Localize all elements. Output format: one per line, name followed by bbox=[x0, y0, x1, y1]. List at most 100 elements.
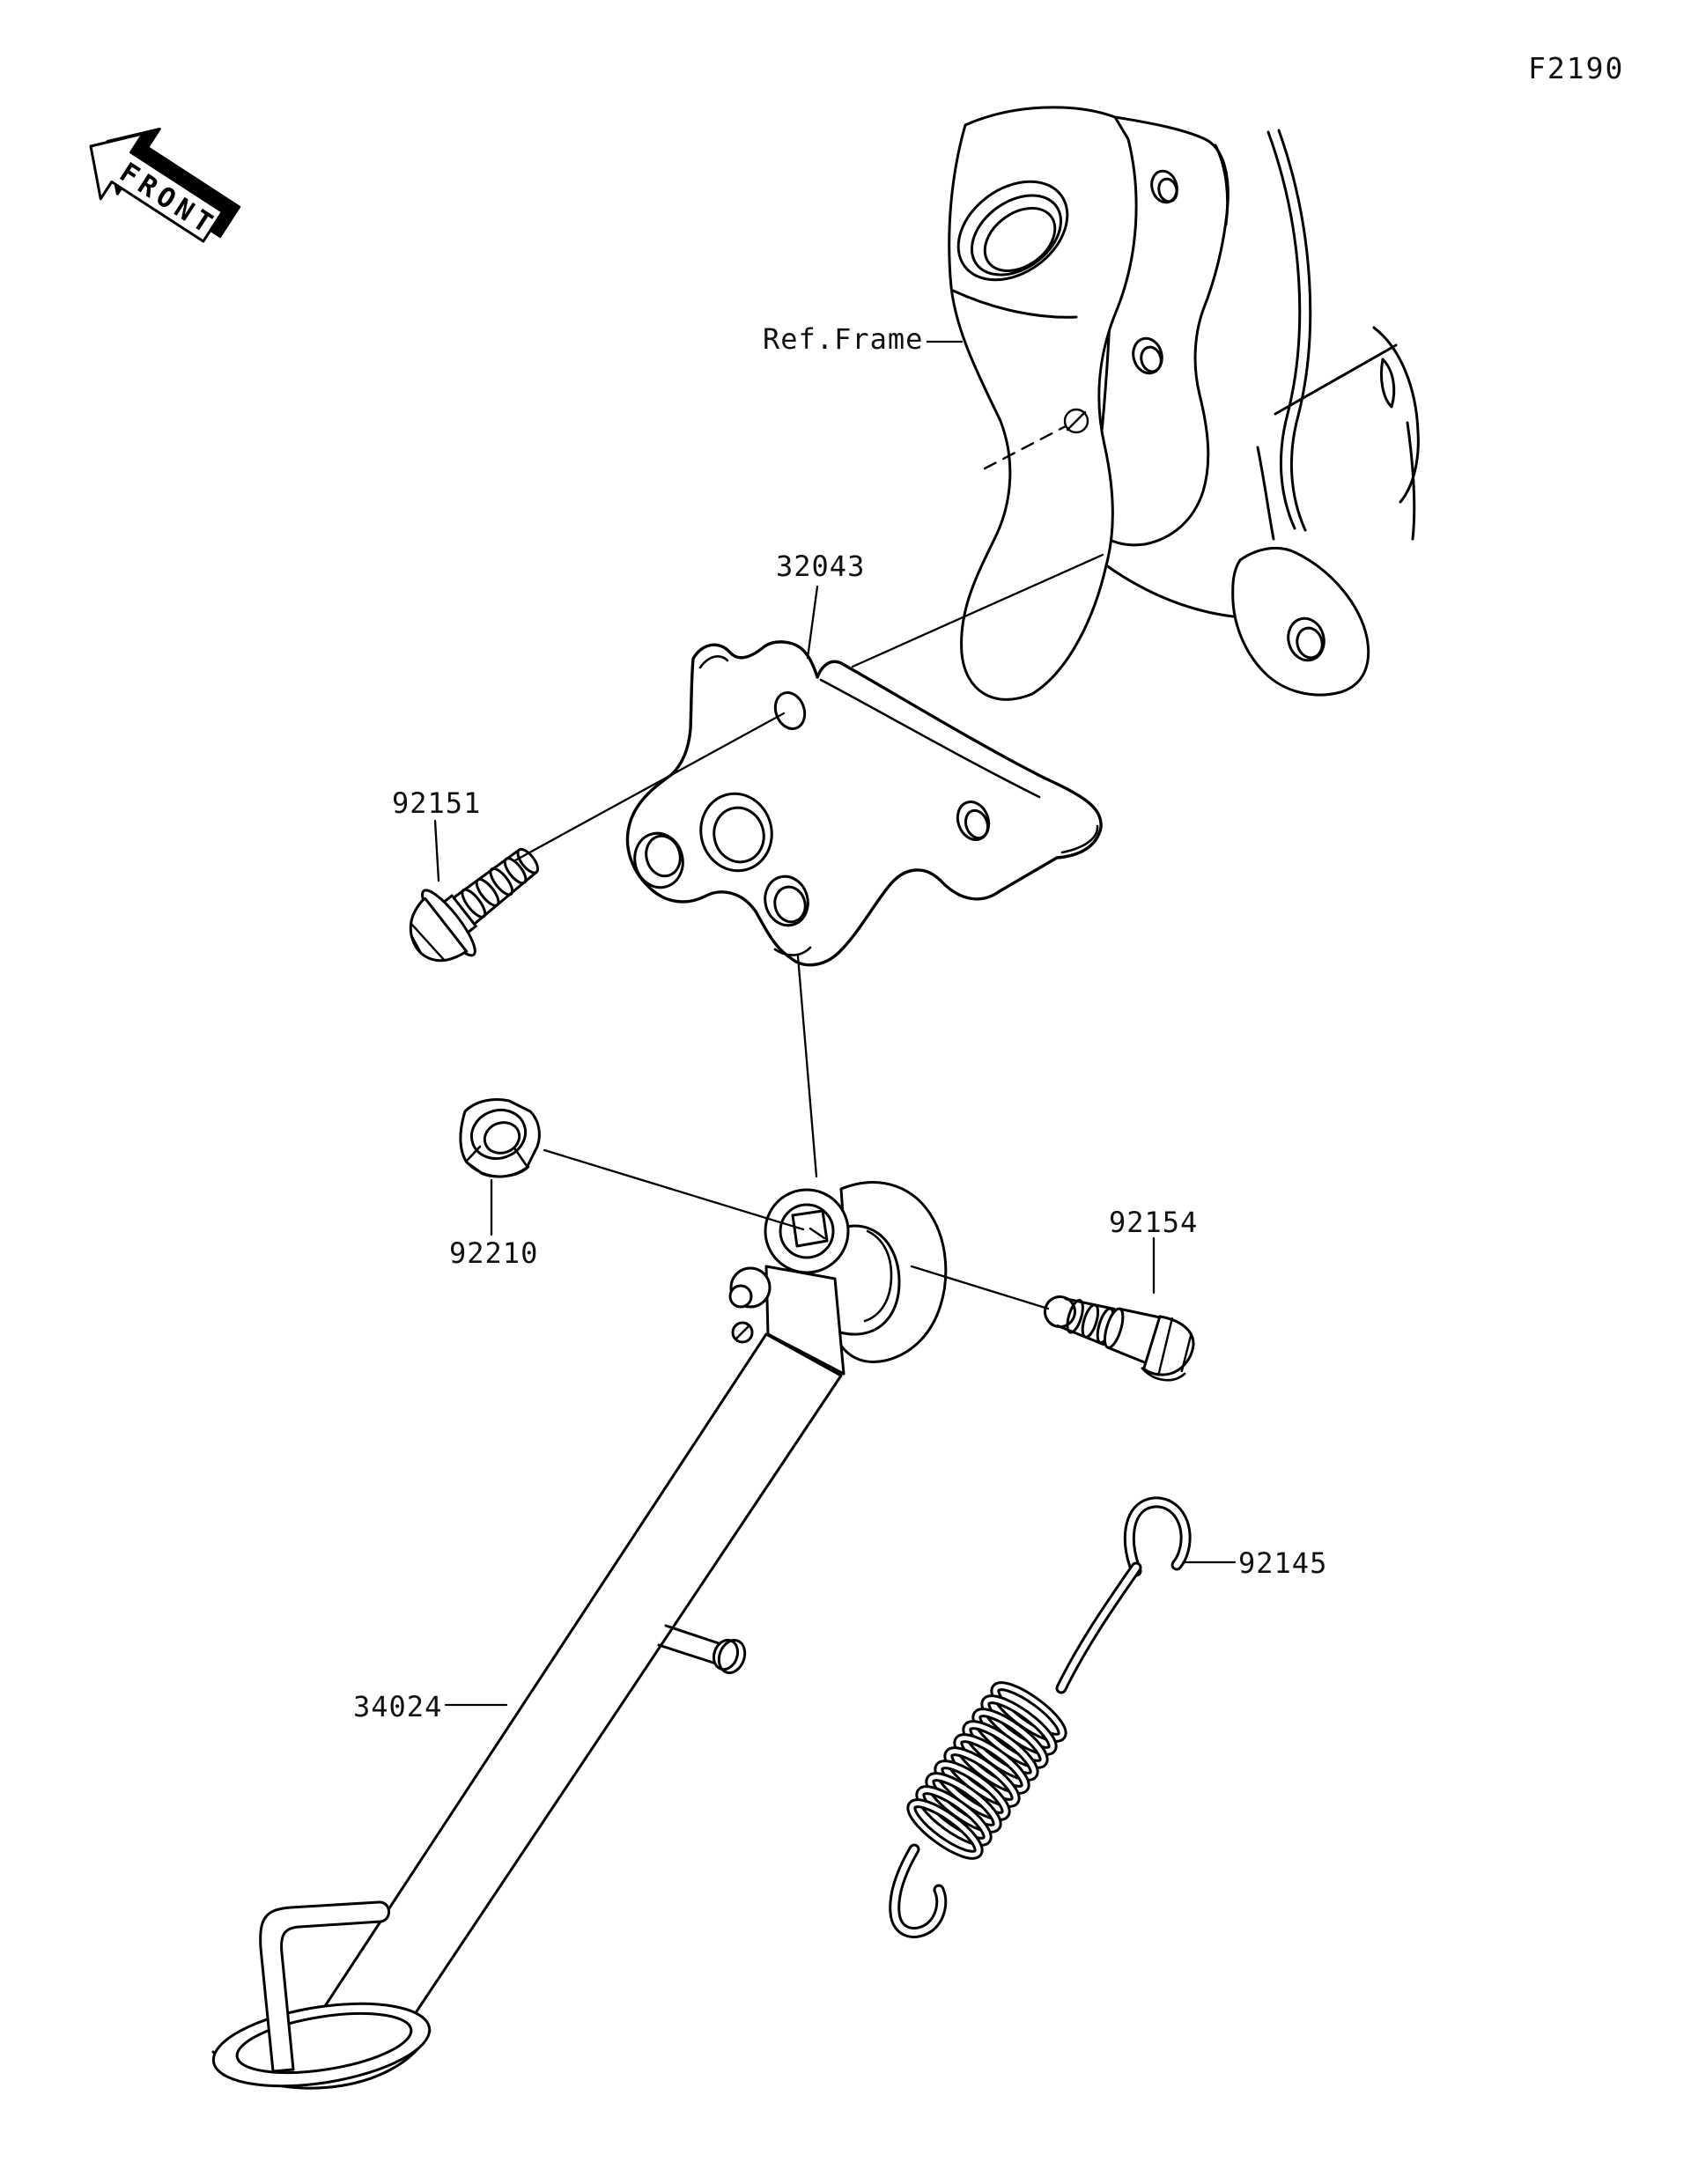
stand-ball-pin-inner bbox=[728, 1284, 753, 1309]
front-arrow-face bbox=[89, 132, 225, 243]
drawing-code: F2190 bbox=[1528, 51, 1625, 85]
stand-kick-tab bbox=[259, 1900, 390, 2073]
frame-rear-plate-thickness bbox=[1214, 144, 1229, 226]
spring-coil-inner bbox=[993, 1684, 1065, 1740]
label-ref-frame: Ref.Frame bbox=[763, 322, 924, 356]
spring-top-hook-inner bbox=[1126, 1499, 1189, 1575]
bolt-92151-thread2 bbox=[489, 867, 514, 896]
bolt-92154-tip bbox=[1043, 1295, 1076, 1329]
label-part-92210: 92210 bbox=[449, 1236, 539, 1270]
bolt-92151-thread3 bbox=[475, 878, 500, 907]
frame-centre-slash bbox=[1066, 410, 1087, 432]
bracket-hole-center-inner bbox=[713, 806, 765, 864]
nut-92210-drawing bbox=[459, 1098, 541, 1178]
spring-92145-drawing bbox=[889, 1496, 1192, 1939]
frame-tube-arc bbox=[1372, 326, 1420, 504]
bolt-92151-head-facets bbox=[410, 923, 447, 962]
spring-coil-inner bbox=[927, 1774, 1000, 1831]
bolt-92151-drawing bbox=[409, 847, 540, 963]
frame-lug bbox=[1231, 547, 1370, 697]
frame-boss-oval-hole bbox=[983, 207, 1057, 272]
leader-92151 bbox=[433, 819, 440, 882]
stand-screw-slot bbox=[731, 1321, 754, 1344]
bracket-edge-top bbox=[698, 655, 729, 669]
bracket-hole-center-outer bbox=[699, 792, 773, 873]
bolt-92154-head bbox=[1142, 1315, 1195, 1376]
label-part-32043: 32043 bbox=[776, 550, 866, 583]
stand-hook-slot bbox=[863, 1229, 893, 1323]
frame-boss-oval-mid bbox=[970, 194, 1063, 277]
frame-centre-dash bbox=[983, 424, 1067, 470]
label-part-92151: 92151 bbox=[392, 786, 482, 820]
stand-foot-rim bbox=[235, 2011, 413, 2075]
bolt-92154-flange bbox=[1141, 1367, 1186, 1382]
leader-bracket-to-stand bbox=[796, 955, 818, 1178]
spring-coil-inner bbox=[909, 1801, 981, 1857]
bracket-hole-bottom-inner bbox=[773, 885, 807, 924]
side-stand-34024-drawing bbox=[211, 1181, 948, 2090]
label-part-34024: 34024 bbox=[353, 1690, 443, 1723]
frame-hole-mid-inner bbox=[1140, 345, 1163, 373]
stand-spring-pin-cap-outer bbox=[717, 1639, 747, 1674]
axis-92151 bbox=[513, 712, 786, 862]
stand-pivot-eye-ring bbox=[779, 1203, 835, 1259]
leader-bracket-to-frame bbox=[851, 553, 1104, 668]
bolt-92154-shank bbox=[1056, 1297, 1116, 1347]
spring-coil-inner bbox=[983, 1697, 1055, 1753]
label-part-92145: 92145 bbox=[1238, 1546, 1328, 1580]
bolt-92154-thread1 bbox=[1066, 1298, 1084, 1334]
front-direction-arrow: FRONT bbox=[89, 127, 241, 243]
bolt-92154-head-facets bbox=[1157, 1317, 1193, 1376]
leader-lines bbox=[433, 340, 1237, 1707]
bracket-hole-top bbox=[773, 691, 807, 730]
bolt-92151-thread1 bbox=[503, 857, 528, 885]
spring-coil-inner bbox=[974, 1710, 1046, 1767]
frame-tube-lower-edge2 bbox=[1256, 446, 1275, 541]
bracket-32043-drawing bbox=[625, 640, 1103, 967]
frame-lug-hole bbox=[1287, 616, 1325, 662]
nut-hole bbox=[483, 1121, 521, 1155]
spring-coil-inner bbox=[936, 1762, 1008, 1819]
bolt-92151-thread4 bbox=[461, 888, 487, 919]
bracket-hole-left bbox=[633, 831, 684, 889]
frame-front-plate bbox=[948, 106, 1138, 701]
label-part-92154: 92154 bbox=[1109, 1206, 1199, 1239]
frame-hole-upper-inner bbox=[1157, 177, 1178, 203]
spring-coil-inner bbox=[956, 1736, 1028, 1792]
bolt-92154-drawing bbox=[1043, 1295, 1195, 1382]
frame-member-edge-inner bbox=[1277, 129, 1312, 532]
bracket-hole-bottom bbox=[764, 874, 809, 927]
spring-shank-inner bbox=[1058, 1564, 1140, 1692]
frame-member-edge bbox=[1266, 130, 1302, 530]
stand-hook-plate bbox=[835, 1181, 948, 1363]
spring-coil-inner bbox=[918, 1788, 990, 1844]
spring-bottom-hook-inner bbox=[891, 1846, 945, 1937]
bolt-92154-body bbox=[1106, 1307, 1162, 1364]
bolt-92154-thread2 bbox=[1081, 1303, 1100, 1339]
frame-tube-lower-edge bbox=[1406, 421, 1416, 541]
frame-lower-edge bbox=[1104, 564, 1235, 618]
spring-coil-inner bbox=[946, 1749, 1018, 1805]
stand-clevis bbox=[764, 1265, 846, 1376]
stand-screw-slot-slash bbox=[735, 1324, 750, 1340]
nut-top-face bbox=[469, 1109, 528, 1160]
frame-boss-oval-outer bbox=[956, 180, 1069, 282]
frame-centre-mark bbox=[1063, 408, 1089, 434]
bracket-edge-bottom bbox=[773, 946, 812, 956]
bracket-hole-left-inner bbox=[645, 834, 682, 878]
bracket-edge-tip bbox=[1060, 824, 1099, 854]
stand-pivot-square-corner bbox=[809, 1227, 826, 1240]
axis-92210 bbox=[543, 1148, 805, 1231]
bracket-hole-right-inner bbox=[964, 808, 990, 840]
bracket-edge-slope bbox=[819, 678, 1041, 799]
frame-gusset bbox=[1379, 358, 1396, 409]
frame-front-plate-edge bbox=[951, 289, 1078, 319]
axis-92154 bbox=[910, 1265, 1050, 1310]
bracket-outline bbox=[625, 640, 1103, 967]
frame-lug-hole-inner bbox=[1296, 626, 1324, 660]
spring-coil-inner bbox=[964, 1723, 1037, 1779]
bolt-92151-head bbox=[409, 896, 469, 963]
frame-tube-strut bbox=[1274, 343, 1398, 416]
